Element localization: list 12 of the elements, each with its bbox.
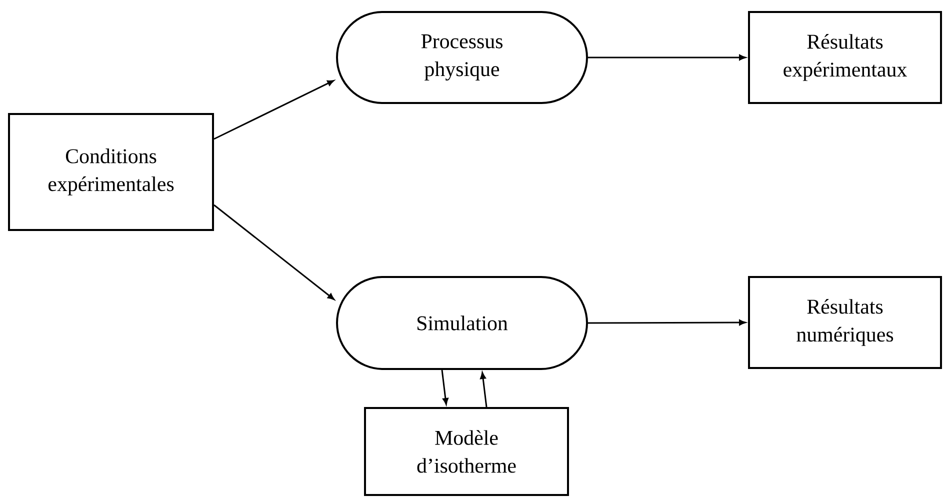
arrow bbox=[441, 370, 448, 405]
arrow bbox=[214, 80, 334, 140]
arrow bbox=[588, 320, 746, 326]
process-box: Résultats numériques bbox=[748, 276, 942, 369]
process-stadium: Simulation bbox=[336, 276, 588, 370]
arrow bbox=[214, 204, 334, 300]
process-box: Modèle d’isotherme bbox=[364, 406, 569, 496]
arrow bbox=[588, 54, 746, 60]
arrow bbox=[480, 372, 488, 408]
process-box: Conditions expérimentales bbox=[8, 112, 214, 231]
process-box: Résultats expérimentaux bbox=[748, 11, 942, 104]
process-stadium: Processus physique bbox=[336, 11, 588, 104]
